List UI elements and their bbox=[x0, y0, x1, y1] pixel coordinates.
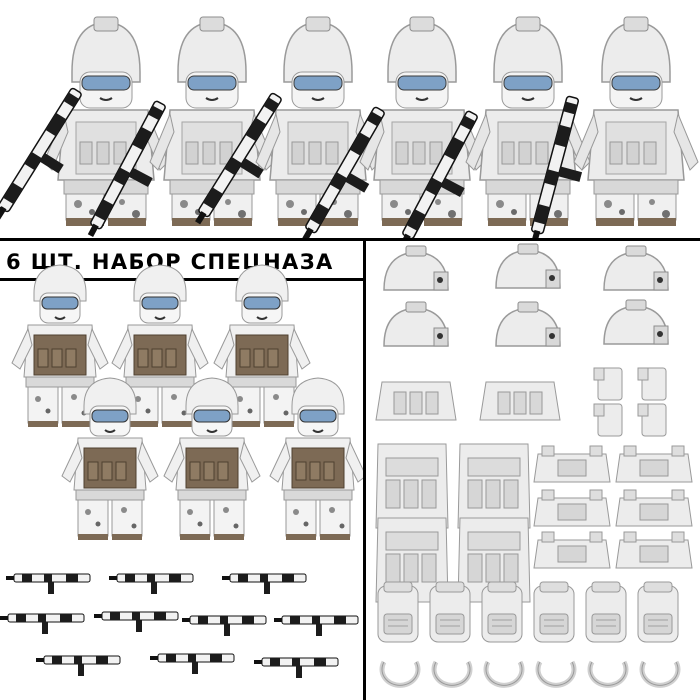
top-figures-illustration bbox=[0, 16, 699, 238]
left-figures-illustration bbox=[0, 264, 363, 679]
accessories-illustration bbox=[375, 243, 693, 700]
vertical-divider bbox=[363, 238, 366, 700]
horizontal-divider bbox=[0, 238, 700, 241]
top-figures-panel bbox=[0, 0, 700, 238]
left-figures-panel bbox=[0, 238, 363, 700]
accessories-panel bbox=[368, 238, 700, 700]
